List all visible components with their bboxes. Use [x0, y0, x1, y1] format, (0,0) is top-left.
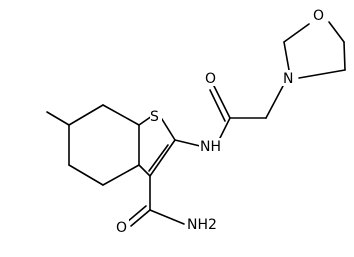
bond-ring6-f: [102, 104, 140, 126]
bond-c-nh: [174, 139, 201, 147]
atom-o-carboxamide: O: [116, 220, 127, 236]
bond-morph-b: [283, 23, 310, 43]
bond-co-double-a: [213, 85, 231, 119]
bond-amide-cn: [149, 209, 185, 225]
bond-thio-c-c-inner: [148, 144, 169, 172]
atom-labels: S NH O N O O NH2: [115, 7, 326, 236]
bond-morph-d: [343, 41, 346, 71]
bond-ring6-c: [68, 164, 104, 186]
bond-thio-s-c: [159, 115, 176, 141]
bond-ring6-d: [102, 164, 140, 186]
atom-n-morpholine: N: [283, 71, 293, 87]
bond-co-double-b: [209, 89, 226, 122]
bond-thio-c-s: [138, 115, 153, 126]
bond-methyl: [46, 111, 70, 126]
bond-morph-a: [283, 41, 290, 71]
atom-o-morpholine: O: [313, 8, 324, 24]
bond-ch2-n: [265, 85, 284, 119]
bond-morph-e: [298, 69, 346, 79]
bond-amide-co-b: [126, 205, 147, 223]
bond-lines: [46, 21, 346, 227]
bond-thio-c-c-fused: [138, 164, 151, 177]
atom-s: S: [150, 109, 159, 125]
atom-o-carbonyl: O: [205, 71, 216, 87]
bond-amide-co-a: [130, 209, 151, 227]
bond-ring6-a: [68, 104, 104, 126]
atom-nh: NH: [200, 139, 221, 155]
atom-nh2: NH2: [187, 217, 217, 233]
bond-thio-c-c-outer: [149, 139, 176, 177]
bond-morph-c: [328, 21, 345, 43]
